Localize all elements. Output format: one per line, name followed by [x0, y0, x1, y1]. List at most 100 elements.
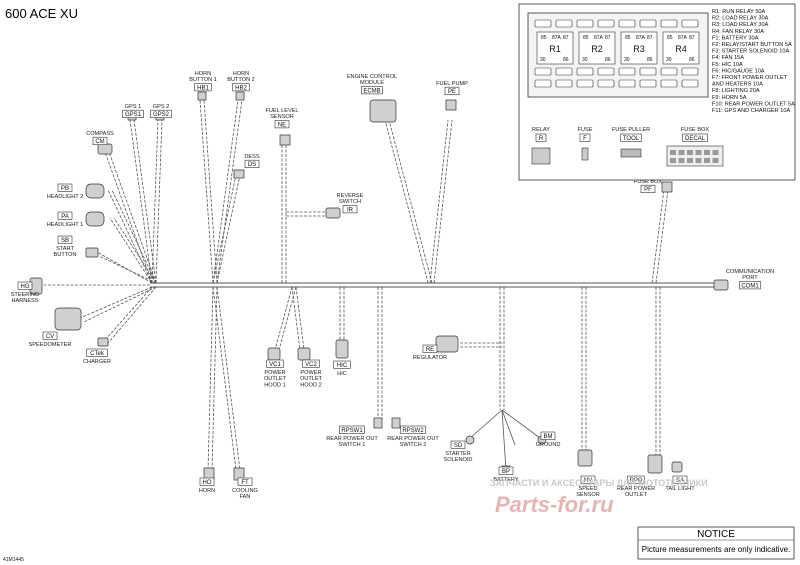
gps2-code: GPS2 [153, 112, 170, 118]
gps1-code: GPS1 [125, 112, 142, 118]
relay-pin-label: 87A [552, 35, 562, 41]
relay-pin-label: 87A [678, 35, 688, 41]
ecm-code: ECMB [363, 88, 380, 94]
hg-code-box [17, 281, 33, 290]
cm-code-box [92, 136, 108, 145]
rpsw1-code: RPSW1 [341, 428, 363, 434]
hic-label-line: HIC [337, 371, 347, 377]
ds-label-line: DESS [244, 154, 260, 160]
hb1-code-box [194, 83, 212, 92]
fuse-slot [639, 79, 657, 88]
hb2-label-line: HORN [233, 71, 249, 77]
fuse-slot [660, 79, 678, 88]
fuse-slot [534, 79, 552, 88]
battery-branch [469, 409, 541, 471]
legend-item: F8: LIGHTING 20A [712, 88, 760, 94]
ft-code: FT [241, 480, 249, 486]
fuse-slot [618, 79, 636, 88]
fuse-slot [534, 19, 552, 28]
pb-code-box [57, 183, 73, 192]
ho-code-box [199, 477, 215, 486]
bm-label-line: GROUND [536, 442, 561, 448]
hg-label-line: STEERING [11, 292, 40, 298]
relay-pin-label: 30 [666, 57, 672, 63]
relay-pin-label: 86 [605, 57, 611, 63]
legend-part-title: FUSE PULLER [612, 127, 650, 133]
pa-label-line: HEADLIGHT 1 [47, 222, 84, 228]
vc2-code-box [302, 359, 320, 368]
fuse-slot [681, 79, 699, 88]
cv-component-label: CV SPEEDOMETER [29, 331, 72, 348]
hg-label-line: HARNESS [11, 298, 38, 304]
sd-code-box [450, 440, 466, 449]
legend-item: R2: LOAD RELAY 30A [712, 16, 769, 22]
decal-cell [670, 150, 676, 155]
relay-pin-label: 30 [624, 57, 630, 63]
pf-code-box [640, 184, 656, 193]
legend-item: F9: HORN 5A [712, 95, 747, 101]
diagram-title: 600 ACE XU [5, 6, 78, 21]
rpsw2-label-line: REAR POWER OUT [387, 436, 439, 442]
pa-code: PA [61, 214, 69, 220]
gps1-label-line: GPS 1 [125, 104, 141, 110]
vc1-label-line: HOOD 1 [264, 382, 285, 388]
fuse-slot [576, 79, 594, 88]
vc1-label-line: POWER [264, 370, 285, 376]
relay-pin-label: 87 [689, 35, 695, 41]
rpo-code: RPO [629, 478, 642, 484]
fuse-slot [618, 19, 636, 28]
com-code: COM1 [741, 283, 759, 289]
fuse-slot [576, 19, 594, 28]
legend-item: R4: FAN RELAY 30A [712, 29, 764, 35]
ft-label-line: COOLING [232, 488, 258, 494]
decal-cell [712, 158, 719, 163]
relay-pin-label: 87 [605, 35, 611, 41]
cv-code: CV [46, 334, 54, 340]
decal-cell [687, 158, 693, 163]
sb-label-line: START [56, 246, 74, 252]
ne-code-box [274, 120, 290, 129]
bp-label-line: BATTERY [493, 477, 519, 483]
relay-icon [531, 147, 551, 165]
decal-cell [678, 158, 685, 163]
fuse-slot [555, 67, 573, 76]
legend-part-code: F [583, 136, 587, 142]
fuse-slot [639, 19, 657, 28]
relay-pin-label: 85 [583, 35, 589, 41]
vc1-code-box [266, 359, 284, 368]
cv-label-line: SPEEDOMETER [29, 342, 72, 348]
nv-label-line: SENSOR [576, 492, 600, 498]
legend-part-code: DECAL [685, 136, 706, 142]
fuse-puller-icon [620, 148, 642, 158]
gps2-code-box [150, 109, 172, 118]
nv-code-box [580, 475, 596, 484]
ho-code: HO [203, 480, 212, 486]
rpsw1-label-line: SWITCH 1 [339, 442, 366, 448]
com-label-line: PORT [742, 275, 758, 281]
ecm-label-line: MODULE [360, 80, 384, 86]
vc2-label-line: OUTLET [300, 376, 323, 382]
bp-code-box [498, 466, 514, 475]
legend-part-fuse-box: FUSE BOX DECAL [666, 127, 724, 167]
pe-label-line: FUEL PUMP [436, 81, 468, 87]
relay-pin-label: 87 [647, 35, 653, 41]
pe-code: PE [448, 89, 456, 95]
ctek-label-line: CHARGER [83, 359, 111, 365]
relay-pin-label: 87A [636, 35, 646, 41]
relay-label: R4 [675, 44, 687, 54]
hic-code-box [333, 360, 351, 369]
notice-heading: NOTICE [697, 529, 735, 540]
watermark-logo: Parts-for.ru [495, 492, 614, 517]
legend-part-title: FUSE BOX [681, 127, 710, 133]
